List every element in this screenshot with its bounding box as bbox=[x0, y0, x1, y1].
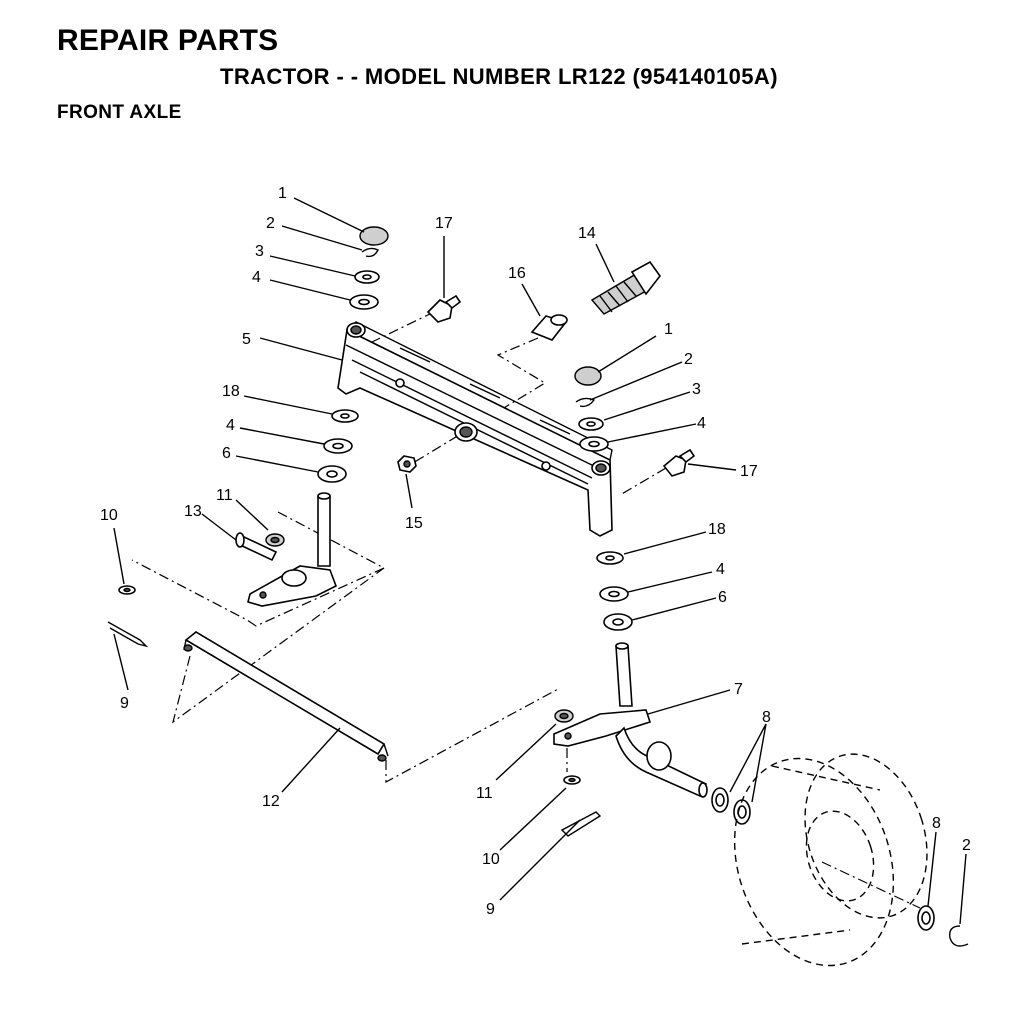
callout-18: 18 bbox=[222, 383, 240, 400]
callout-13: 13 bbox=[184, 503, 202, 520]
right-fasteners bbox=[554, 709, 602, 837]
page-title: REPAIR PARTS bbox=[57, 24, 279, 57]
callout-14: 14 bbox=[578, 225, 596, 242]
callout-2: 2 bbox=[266, 215, 275, 232]
callout-18: 18 bbox=[708, 521, 726, 538]
part-15-nut bbox=[397, 455, 417, 473]
callout-1: 1 bbox=[664, 321, 673, 338]
callout-11: 11 bbox=[216, 487, 233, 504]
section-title: FRONT AXLE bbox=[57, 102, 182, 123]
callout-5: 5 bbox=[242, 331, 251, 348]
callout-7: 7 bbox=[734, 681, 743, 698]
left-fasteners bbox=[107, 532, 285, 648]
grease-fittings bbox=[426, 294, 696, 477]
callout-3: 3 bbox=[255, 243, 264, 260]
callout-6: 6 bbox=[222, 445, 231, 462]
callout-3: 3 bbox=[692, 381, 701, 398]
left-upper-stack bbox=[349, 226, 389, 310]
callout-11: 11 bbox=[476, 785, 493, 802]
washers-and-clip bbox=[711, 787, 969, 947]
callout-4: 4 bbox=[226, 417, 235, 434]
callout-17: 17 bbox=[435, 215, 453, 232]
leader-lines bbox=[113, 197, 967, 925]
callout-9: 9 bbox=[486, 901, 495, 918]
callout-12: 12 bbox=[262, 793, 280, 810]
callout-17: 17 bbox=[740, 463, 758, 480]
callout-2: 2 bbox=[684, 351, 693, 368]
callout-8: 8 bbox=[762, 709, 771, 726]
callout-10: 10 bbox=[100, 507, 118, 524]
left-lower-stack bbox=[247, 409, 359, 607]
callout-15: 15 bbox=[405, 515, 423, 532]
callout-labels: 1 2 3 4 5 18 4 6 17 16 14 1 2 3 4 17 15 … bbox=[100, 185, 971, 918]
bolt-and-spacer bbox=[530, 260, 661, 341]
right-lower-stack bbox=[553, 551, 708, 798]
callout-4: 4 bbox=[697, 415, 706, 432]
model-subtitle: TRACTOR - - MODEL NUMBER LR122 (95414010… bbox=[220, 64, 778, 89]
callout-2: 2 bbox=[962, 837, 971, 854]
front-tire bbox=[733, 753, 928, 967]
callout-6: 6 bbox=[718, 589, 727, 606]
part-5-axle-beam bbox=[337, 321, 613, 537]
right-upper-stack bbox=[574, 366, 609, 452]
part-12-drag-link bbox=[183, 631, 389, 762]
callout-4: 4 bbox=[716, 561, 725, 578]
callout-1: 1 bbox=[278, 185, 287, 202]
callout-8: 8 bbox=[932, 815, 941, 832]
callout-9: 9 bbox=[120, 695, 129, 712]
callout-4: 4 bbox=[252, 269, 261, 286]
callout-10: 10 bbox=[482, 851, 500, 868]
assembly-lines bbox=[131, 311, 921, 909]
callout-16: 16 bbox=[508, 265, 526, 282]
